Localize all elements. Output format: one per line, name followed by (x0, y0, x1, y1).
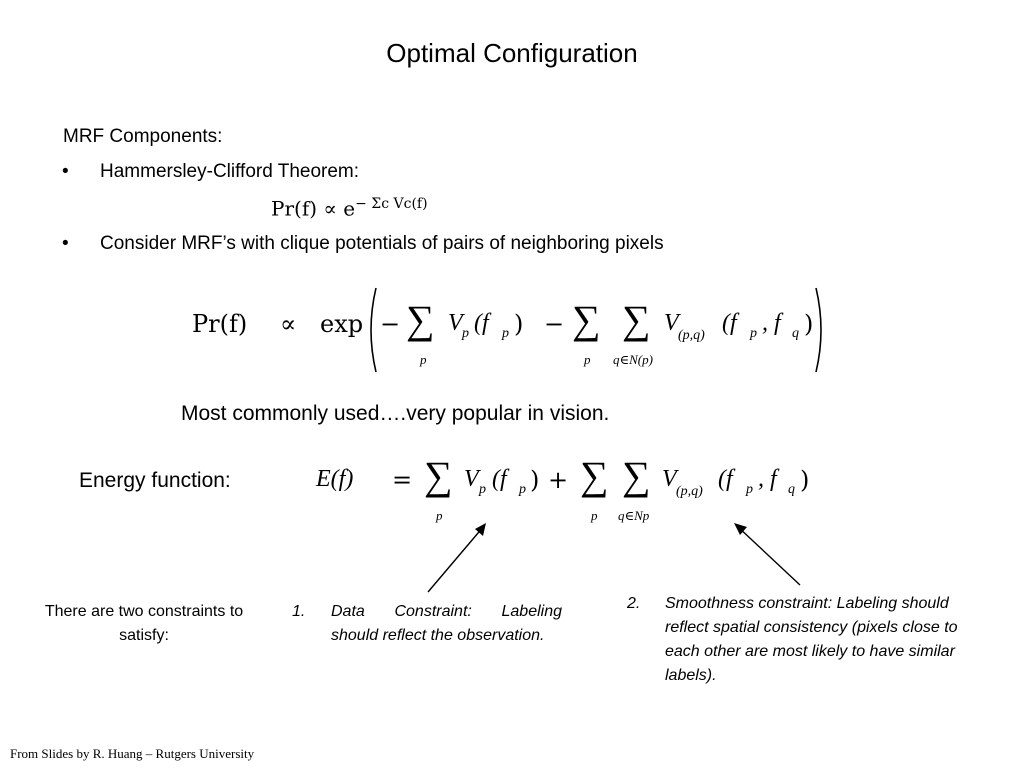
eq-e-term1-close: ) (530, 466, 540, 494)
eq-pr-term2: (f (722, 310, 737, 336)
eq-pr-exp: exp (320, 310, 364, 338)
eq-pr-lhs: Pr(f) (192, 310, 248, 338)
bullet-marker-1: • (62, 161, 69, 182)
eq-pr-sum1: ∑ (406, 297, 435, 342)
eq-e-V1-sub: p (479, 482, 486, 497)
eq-e-V2-sub: (p,q) (676, 484, 703, 499)
eq-e-term2-close: ) (800, 466, 810, 494)
eq-pr-V1: V (448, 310, 463, 336)
equation-energy: E(f) = ∑ p V p (f p ) + ∑ p ∑ q∈Np V (p,… (316, 452, 836, 532)
eq-e-term1: (f (492, 466, 507, 492)
eq-pr-term2-comma: , f (762, 310, 781, 336)
formula-hammersley-lhs: Pr(f) ∝ e (271, 196, 356, 221)
eq-e-sum3: ∑ (622, 453, 651, 498)
eq-pr-prop: ∝ (280, 310, 297, 338)
eq-pr-V1-sub: p (462, 326, 469, 341)
eq-pr-sum3: ∑ (622, 297, 651, 342)
eq-pr-term1: (f (474, 310, 489, 336)
eq-e-sum2-index: p (591, 508, 598, 523)
eq-e-sum1: ∑ (424, 453, 453, 498)
eq-e-plus: + (548, 466, 569, 494)
eq-e-lhs: E(f) (316, 466, 354, 492)
eq-pr-term1-sub: p (502, 326, 509, 341)
eq-pr-term2-close: ) (804, 310, 814, 338)
eq-pr-V2: V (664, 310, 679, 336)
equation-probability: Pr(f) ∝ exp − ∑ p V p (f p ) − ∑ p ∑ q∈N… (192, 284, 842, 376)
bullet-hammersley: Hammersley-Clifford Theorem: (100, 161, 360, 182)
eq-e-sum2: ∑ (580, 453, 609, 498)
mrf-heading: MRF Components: (63, 126, 223, 147)
eq-pr-sum3-index: q∈N(p) (613, 352, 653, 367)
left-paren-icon (370, 287, 377, 373)
footer-credit: From Slides by R. Huang – Rutgers Univer… (10, 746, 255, 761)
formula-hammersley: Pr(f) ∝ e− Σc Vc(f) (271, 196, 428, 221)
eq-e-sum1-index: p (436, 508, 443, 523)
eq-pr-sum1-index: p (420, 352, 427, 367)
right-paren-icon (815, 287, 822, 373)
arrow-data-icon (427, 523, 486, 593)
eq-pr-term1-close: ) (514, 310, 524, 338)
eq-pr-minus1: − (380, 310, 401, 338)
note-1-text: Data Constraint: Labeling should reflect… (331, 603, 562, 644)
popular-note: Most commonly used….very popular in visi… (181, 402, 610, 425)
eq-pr-sum2-index: p (584, 352, 591, 367)
eq-e-V2: V (662, 466, 677, 492)
eq-e-term2-sub: p (746, 482, 753, 497)
eq-pr-minus2: − (544, 310, 565, 338)
constraints-intro: There are two constraints to satisfy: (44, 603, 244, 644)
eq-e-term2-comma: , f (758, 466, 777, 492)
formula-hammersley-exponent: − Σc Vc(f) (355, 196, 428, 212)
arrow-smoothness-icon (734, 523, 801, 586)
eq-e-equals: = (392, 466, 413, 494)
energy-label: Energy function: (79, 469, 231, 492)
eq-e-sum3-index: q∈Np (618, 508, 650, 523)
bullet-marker-2: • (62, 233, 69, 254)
eq-pr-sum2: ∑ (572, 297, 601, 342)
slide-title: Optimal Configuration (386, 38, 638, 68)
eq-e-term2-q: q (788, 482, 795, 497)
note-2-text: Smoothness constraint: Labeling should r… (665, 595, 958, 684)
eq-pr-term2-sub: p (750, 326, 757, 341)
note-1-number: 1. (292, 603, 306, 620)
eq-pr-V2-sub: (p,q) (678, 328, 705, 343)
note-2-number: 2. (627, 595, 641, 612)
eq-e-term2: (f (718, 466, 733, 492)
bullet-clique: Consider MRF’s with clique potentials of… (100, 233, 664, 254)
eq-e-term1-sub: p (519, 482, 526, 497)
eq-e-V1: V (464, 466, 479, 492)
eq-pr-term2-q: q (792, 326, 799, 341)
